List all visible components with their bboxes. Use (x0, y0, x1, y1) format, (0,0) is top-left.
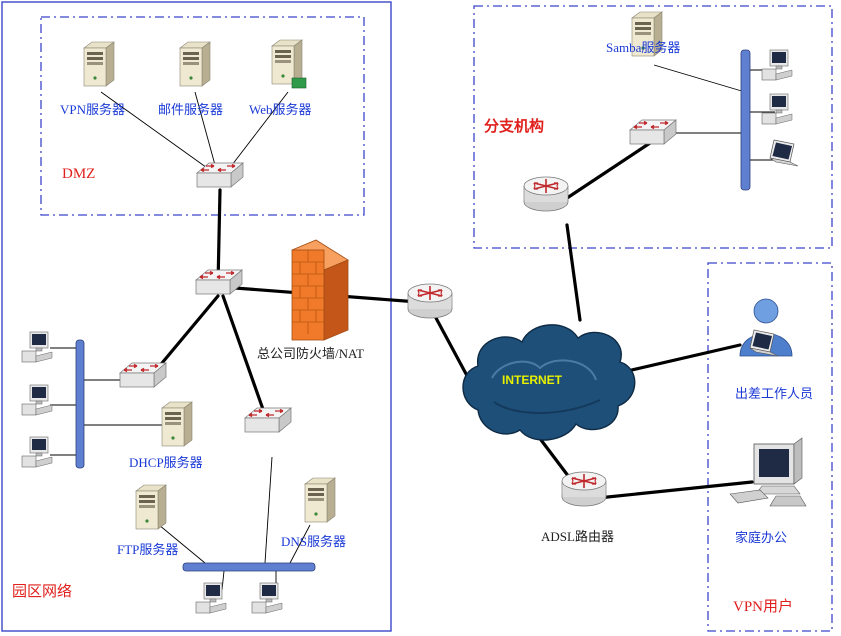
thick-links (150, 141, 754, 500)
branch-workstation-1-icon (761, 49, 793, 81)
branch-router-icon (523, 176, 569, 212)
ftp-server-icon (135, 484, 167, 530)
thin-links (50, 64, 775, 591)
vpn-server-icon (83, 41, 115, 87)
firewall-icon (291, 239, 349, 341)
adsl-router-icon (561, 471, 607, 507)
mail-server-icon (179, 41, 211, 87)
campus-workstation-3-icon (21, 436, 53, 468)
campus-zone-border (1, 1, 392, 632)
access-switch-right-icon (244, 407, 292, 433)
branch-laptop-icon (769, 139, 799, 167)
dhcp-server-label: DHCP服务器 (129, 455, 203, 470)
campus-zone-label: 园区网络 (12, 583, 72, 600)
branch-zone-label: 分支机构 (484, 117, 544, 135)
campus-workstation-2-icon (21, 384, 53, 416)
samba-server-label: Samba服务器 (606, 40, 680, 55)
branch-lan-bus (740, 49, 751, 191)
dmz-switch-icon (196, 162, 244, 188)
web-badge-icon (291, 77, 307, 89)
campus-lan-bus-vertical (75, 339, 85, 469)
vpn-users-zone-border (707, 262, 833, 632)
dmz-zone-label: DMZ (62, 166, 95, 182)
home-office-label: 家庭办公 (735, 530, 787, 545)
internet-cloud-icon (462, 324, 636, 441)
web-server-icon (271, 39, 303, 85)
web-server-label: Web服务器 (249, 102, 312, 117)
vpn-server-label: VPN服务器 (60, 102, 125, 117)
dmz-zone-border (40, 16, 365, 216)
campus-lan-bus-horizontal (182, 562, 316, 572)
dhcp-server-icon (161, 401, 193, 447)
ftp-server-label: FTP服务器 (117, 542, 178, 557)
access-switch-left-icon (119, 362, 167, 388)
campus-workstation-4-icon (195, 582, 227, 614)
firewall-label: 总公司防火墙/NAT (257, 346, 364, 361)
branch-switch-icon (629, 119, 677, 145)
campus-workstation-5-icon (251, 582, 283, 614)
branch-zone-border (473, 5, 833, 249)
traveler-label: 出差工作人员 (735, 386, 813, 401)
branch-workstation-2-icon (761, 93, 793, 125)
internet-label: INTERNET (502, 373, 563, 387)
dns-server-icon (304, 477, 336, 523)
mail-server-label: 邮件服务器 (158, 102, 223, 117)
home-office-workstation-icon (729, 437, 807, 507)
adsl-router-label: ADSL路由器 (541, 529, 614, 544)
core-switch-icon (195, 269, 243, 295)
vpn-users-zone-label: VPN用户 (733, 598, 793, 615)
dns-server-label: DNS服务器 (281, 534, 346, 549)
campus-workstation-1-icon (21, 331, 53, 363)
hq-router-icon (407, 283, 453, 319)
